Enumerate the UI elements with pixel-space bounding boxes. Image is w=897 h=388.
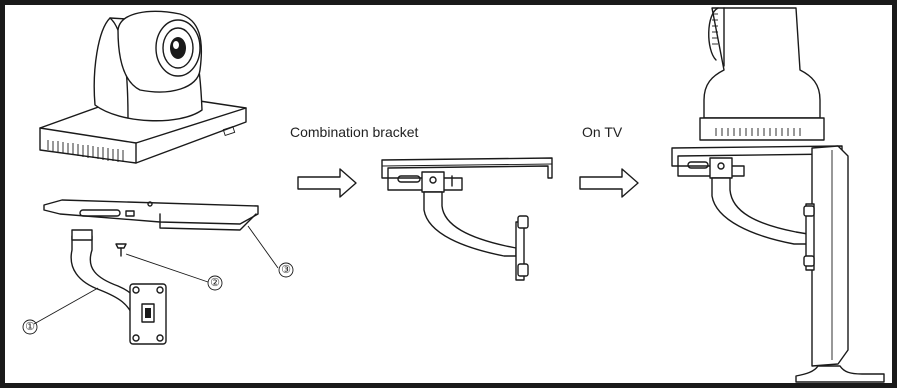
on-tv-label: On TV [582,124,623,140]
ptz-camera-illustration [39,10,247,164]
arrow-icon [579,168,639,198]
arrow-icon [297,168,357,198]
callout-3: ③ [281,264,291,276]
callout-1: ① [25,321,35,333]
combination-bracket-illustration [381,157,553,281]
callout-circle-2 [207,275,223,291]
callout-2: ② [210,277,220,289]
combination-bracket-label: Combination bracket [290,124,419,140]
exploded-bracket-illustration [33,199,279,345]
callout-circle-1 [22,319,38,335]
callout-circle-3 [278,262,294,278]
on-tv-illustration [671,7,885,383]
